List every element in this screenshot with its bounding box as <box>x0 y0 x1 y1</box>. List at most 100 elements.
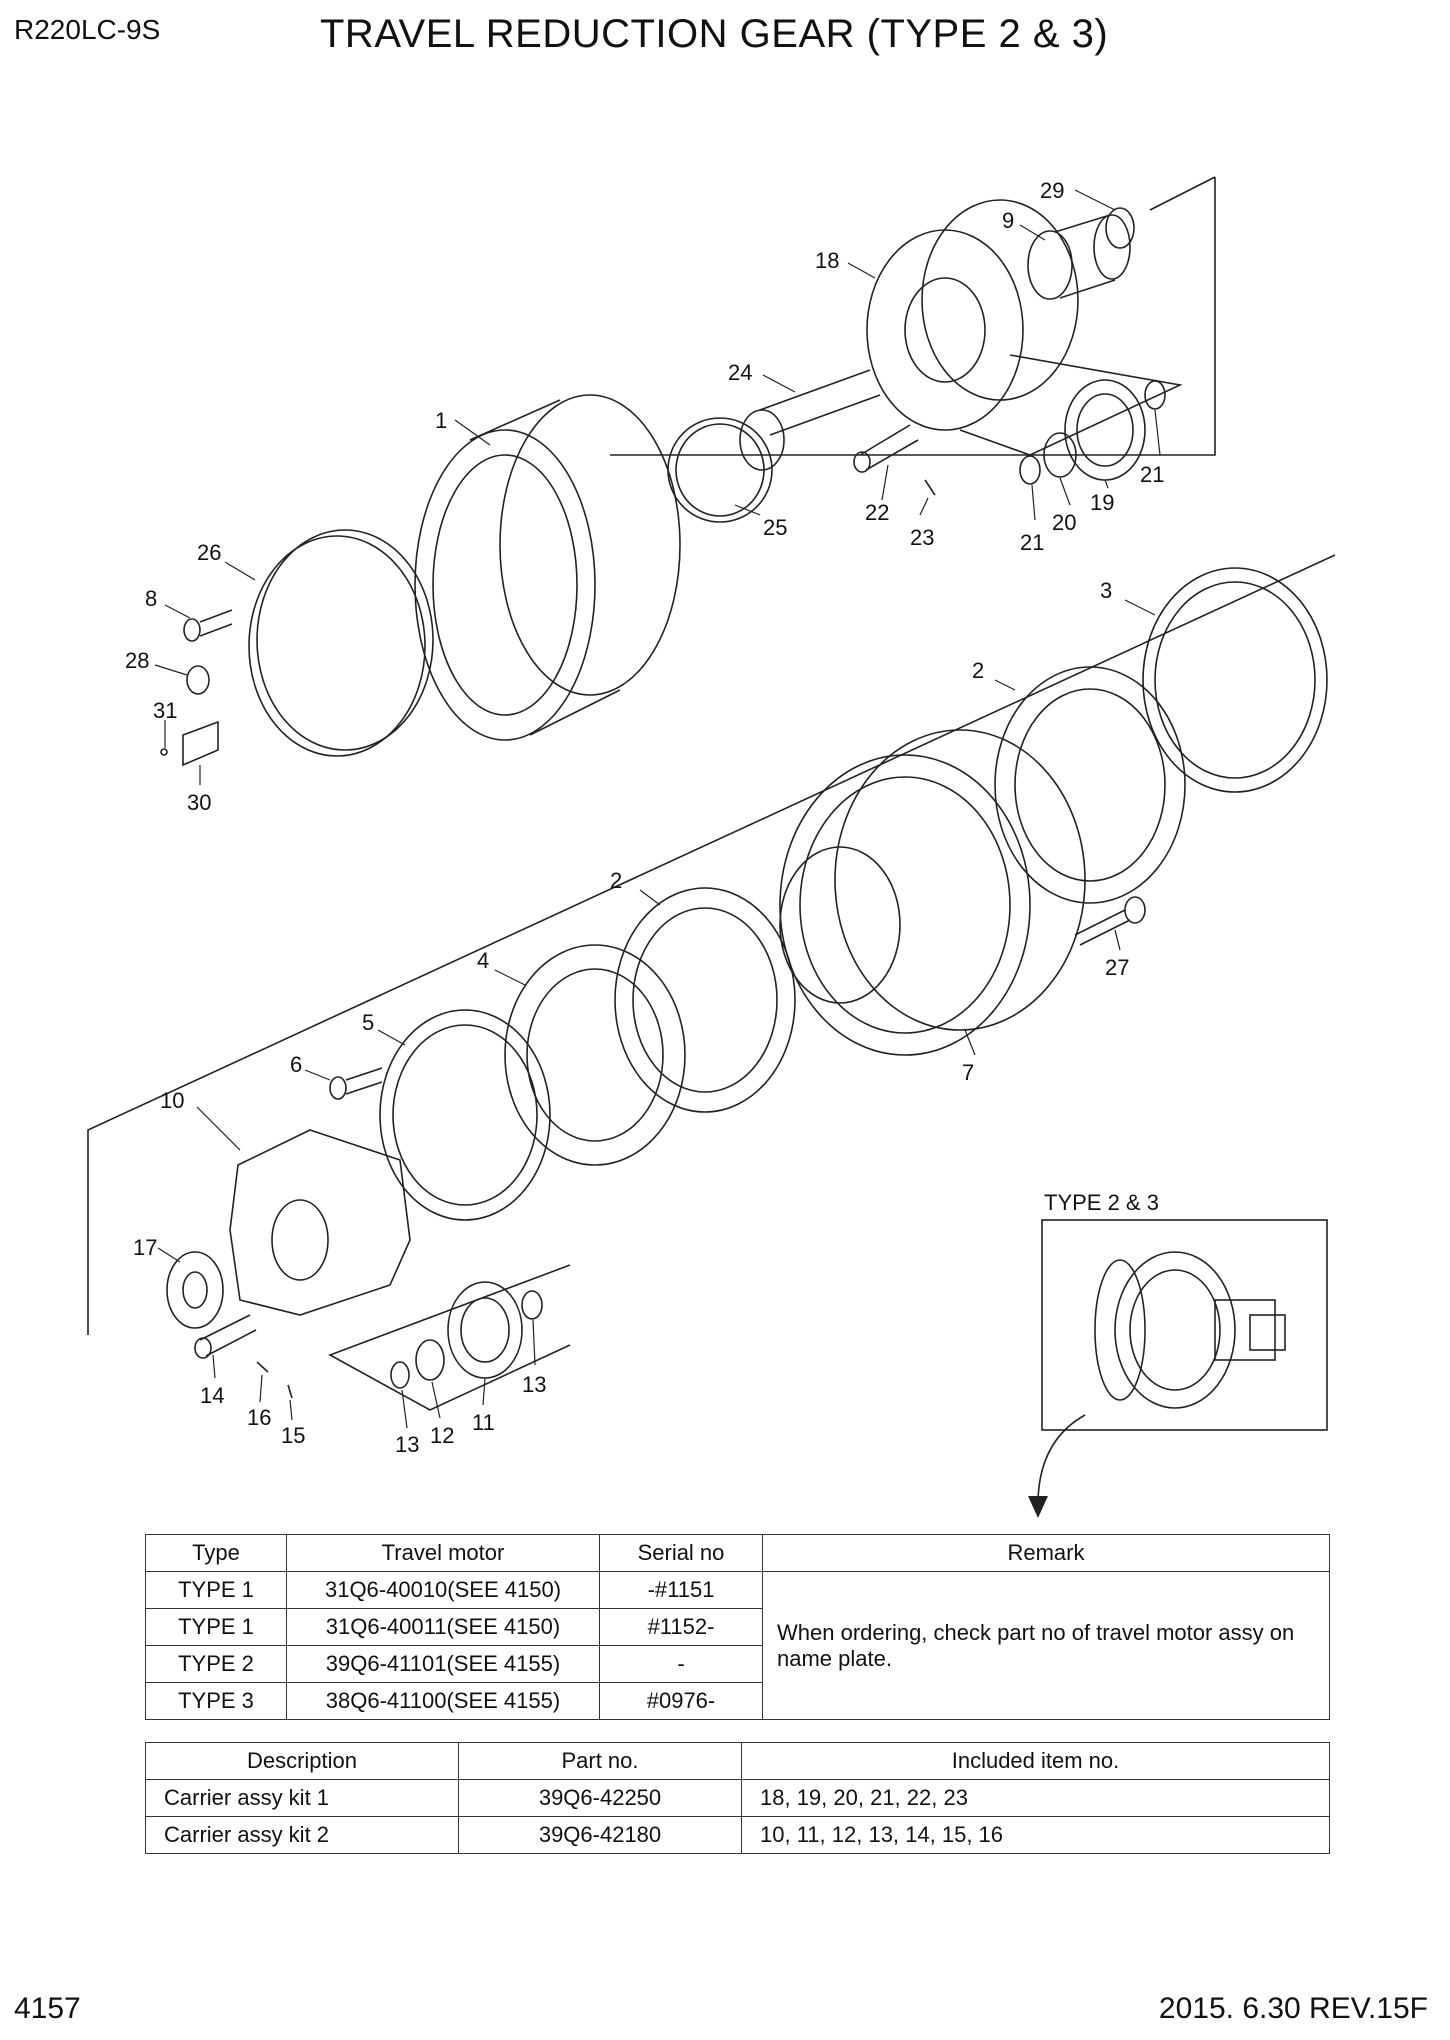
callout-20: 20 <box>1052 510 1076 535</box>
group-boundary-lower <box>87 554 1336 1335</box>
callout-9: 9 <box>1002 208 1014 233</box>
subgroup-box-bottom <box>328 1264 571 1411</box>
part-bush-9 <box>1027 214 1131 300</box>
callout-29: 29 <box>1040 178 1064 203</box>
part-carrier-18 <box>866 199 1079 431</box>
part-bolt-8 <box>183 609 233 642</box>
callout-21b: 21 <box>1140 462 1164 487</box>
callout-18: 18 <box>815 248 839 273</box>
part-thrust-washer-13a <box>390 1361 410 1389</box>
part-needle-bearing-12 <box>415 1339 445 1381</box>
callout-2b: 2 <box>610 868 622 893</box>
part-name-plate-30 <box>182 720 219 767</box>
callout-10: 10 <box>160 1088 184 1113</box>
part-oring-25 <box>667 417 773 523</box>
part-bolt-6 <box>329 1067 383 1100</box>
cell-travel-motor: 31Q6-40010(SEE 4150) <box>286 1571 600 1609</box>
cell-included-items: 18, 19, 20, 21, 22, 23 <box>741 1779 1330 1817</box>
part-spring-pin-23 <box>924 479 936 496</box>
part-bearing-2a <box>994 666 1186 904</box>
kit-table: Description Part no. Included item no. C… <box>145 1742 1330 1854</box>
cell-part-no: 39Q6-42250 <box>458 1779 742 1817</box>
callout-26: 26 <box>197 540 221 565</box>
header-travel-motor: Travel motor <box>286 1534 600 1572</box>
callout-13a: 13 <box>395 1432 419 1457</box>
group-boundary-upper <box>610 177 1216 456</box>
header-description: Description <box>145 1742 459 1780</box>
table-row: TYPE 1 31Q6-40011(SEE 4150) #1152- <box>145 1608 1330 1646</box>
callout-21a: 21 <box>1020 530 1044 555</box>
page-title: TRAVEL REDUCTION GEAR (TYPE 2 & 3) <box>320 12 1109 56</box>
part-thrust-washer-13b <box>521 1290 543 1320</box>
type-table: Type Travel motor Serial no Remark TYPE … <box>145 1534 1330 1720</box>
header-part-no: Part no. <box>458 1742 742 1780</box>
cell-type: TYPE 1 <box>145 1571 287 1609</box>
curved-arrow <box>1028 1414 1086 1518</box>
cell-included-items: 10, 11, 12, 13, 14, 15, 16 <box>741 1816 1330 1854</box>
callout-4: 4 <box>477 948 489 973</box>
revision-date: 2015. 6.30 REV.15F <box>1158 1992 1428 2025</box>
callout-27: 27 <box>1105 955 1129 980</box>
part-carrier-10 <box>229 1129 411 1316</box>
callout-11: 11 <box>472 1410 495 1435</box>
part-ring-4 <box>504 944 686 1166</box>
callout-25: 25 <box>763 515 787 540</box>
part-rivet-31 <box>160 748 168 756</box>
cell-serial-no: #1152- <box>599 1608 763 1646</box>
cell-type: TYPE 1 <box>145 1608 287 1646</box>
inset-caption: TYPE 2 & 3 <box>1044 1190 1159 1215</box>
cell-remark: When ordering, check part no of travel m… <box>762 1571 1330 1720</box>
callout-23: 23 <box>910 525 934 550</box>
table-row: Carrier assy kit 1 39Q6-42250 18, 19, 20… <box>145 1779 1330 1817</box>
part-ring-gear-1 <box>414 394 681 741</box>
inset-photo-box <box>1041 1219 1328 1431</box>
cell-part-no: 39Q6-42180 <box>458 1816 742 1854</box>
part-floating-seal-3 <box>1142 567 1328 793</box>
callout-15: 15 <box>281 1423 305 1448</box>
exploded-parts-diagram: 29 9 18 2 4 1 25 22 23 21 20 19 21 26 8 2… <box>87 176 1336 1518</box>
callout-8: 8 <box>145 586 157 611</box>
subgroup-box-top <box>959 354 1183 456</box>
part-plug-28 <box>186 665 210 695</box>
part-cover-26 <box>248 529 434 757</box>
kit-table-header-row: Description Part no. Included item no. <box>145 1742 1330 1780</box>
callout-1: 1 <box>435 408 447 433</box>
callout-31: 31 <box>153 698 177 723</box>
callout-3: 3 <box>1100 578 1112 603</box>
model-code: R220LC-9S <box>14 14 161 45</box>
header-serial-no: Serial no <box>599 1534 763 1572</box>
callout-5: 5 <box>362 1010 374 1035</box>
leader-lines <box>154 189 1161 1429</box>
part-spring-pin-15 <box>287 1384 293 1399</box>
part-pin-22 <box>853 424 919 473</box>
callout-6: 6 <box>290 1052 302 1077</box>
cell-description: Carrier assy kit 1 <box>145 1779 459 1817</box>
cell-travel-motor: 38Q6-41100(SEE 4155) <box>286 1682 600 1720</box>
part-pin-14 <box>194 1314 257 1359</box>
callout-14: 14 <box>200 1383 224 1408</box>
part-bearing-2b <box>614 887 796 1113</box>
callout-numbers: 29 9 18 2 4 1 25 22 23 21 20 19 21 26 8 2… <box>125 178 1164 1457</box>
part-thrust-washer-21b <box>1144 380 1166 410</box>
cell-travel-motor: 31Q6-40011(SEE 4150) <box>286 1608 600 1646</box>
part-spring-pin-16 <box>256 1361 269 1373</box>
callout-30: 30 <box>187 790 211 815</box>
cell-serial-no: -#1151 <box>599 1571 763 1609</box>
cell-serial-no: - <box>599 1645 763 1683</box>
table-row: Carrier assy kit 2 39Q6-42180 10, 11, 12… <box>145 1816 1330 1854</box>
callout-19: 19 <box>1090 490 1114 515</box>
header-included-items: Included item no. <box>741 1742 1330 1780</box>
part-shaft-24 <box>739 369 881 471</box>
callout-12: 12 <box>430 1423 454 1448</box>
part-cover-5 <box>379 1009 551 1221</box>
callout-13b: 13 <box>522 1372 546 1397</box>
callout-7: 7 <box>962 1060 974 1085</box>
cell-description: Carrier assy kit 2 <box>145 1816 459 1854</box>
callout-22: 22 <box>865 500 889 525</box>
part-ring-29 <box>1105 207 1135 249</box>
cell-type: TYPE 2 <box>145 1645 287 1683</box>
part-housing-7 <box>779 729 1086 1056</box>
cell-serial-no: #0976- <box>599 1682 763 1720</box>
cell-travel-motor: 39Q6-41101(SEE 4155) <box>286 1645 600 1683</box>
part-bolt-27 <box>1074 896 1146 946</box>
